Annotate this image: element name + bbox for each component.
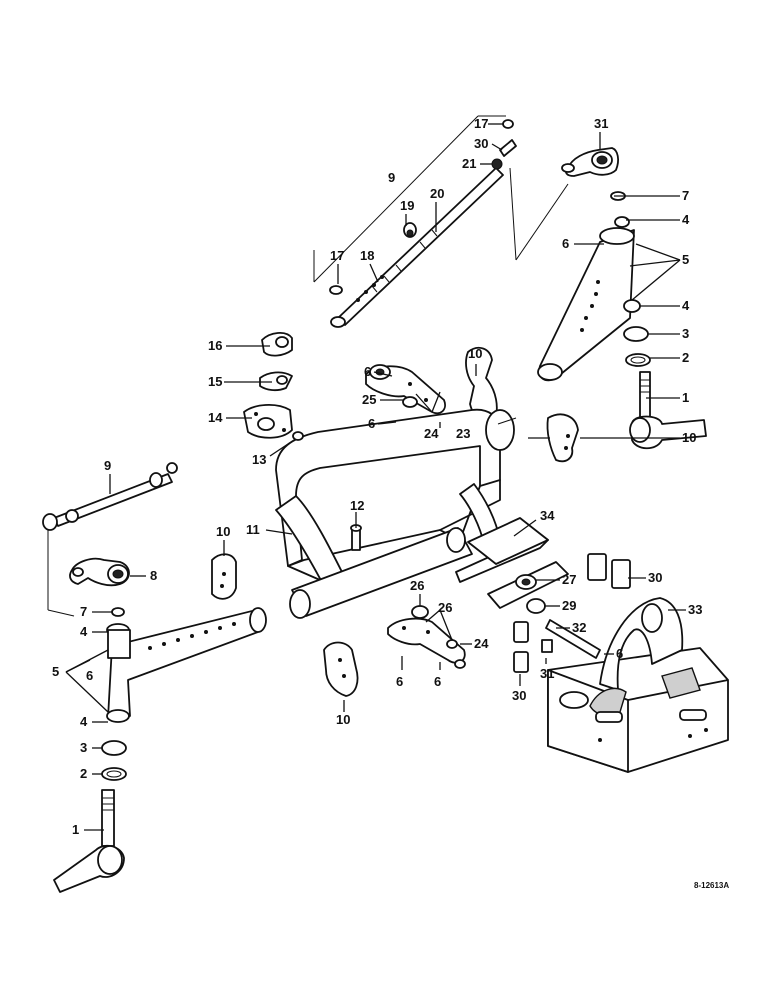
callout-6-lower-a: 6 xyxy=(396,674,403,689)
callout-4-left-top: 4 xyxy=(80,624,88,639)
upper-tie-rod-assembly xyxy=(313,115,517,328)
callout-24-lower: 24 xyxy=(474,636,489,651)
callout-12: 12 xyxy=(350,498,364,513)
center-bracket-assembly xyxy=(455,517,631,673)
callout-27: 26 xyxy=(438,600,452,615)
callout-22: 30 xyxy=(474,136,488,151)
callout-10-left: 10 xyxy=(216,524,230,539)
callout-17-lower: 17 xyxy=(330,248,344,263)
callout-9-left: 9 xyxy=(104,458,111,473)
lower-center-arm xyxy=(387,605,466,669)
callout-2-right: 2 xyxy=(682,350,689,365)
callout-10-upper: 10 xyxy=(468,346,482,361)
callout-18: 18 xyxy=(360,248,374,263)
callout-6-left: 6 xyxy=(86,668,93,683)
callout-6-right: 6 xyxy=(562,236,569,251)
left-clamp-plates xyxy=(243,332,293,439)
right-steering-arm xyxy=(561,147,619,177)
callout-25: 24 xyxy=(424,426,439,441)
left-tie-rod xyxy=(42,462,178,617)
callout-3-right: 3 xyxy=(682,326,689,341)
callout-1-left: 1 xyxy=(72,822,79,837)
callout-32: 32 xyxy=(572,620,586,635)
leader-lines xyxy=(65,123,686,831)
callout-19: 19 xyxy=(400,198,414,213)
right-spindle xyxy=(629,371,707,450)
callout-24-upper: 23 xyxy=(456,426,470,441)
callout-17-top: 17 xyxy=(474,116,488,131)
callout-15: 15 xyxy=(208,374,222,389)
callout-16: 16 xyxy=(208,338,222,353)
callout-4-left-bottom: 4 xyxy=(80,714,88,729)
callout-30-lower: 30 xyxy=(512,688,526,703)
callout-23: 31 xyxy=(594,116,608,131)
callout-5-left: 5 xyxy=(52,664,59,679)
callout-11: 11 xyxy=(246,522,260,537)
callout-6-upper-arm-2: 6 xyxy=(368,416,375,431)
callout-26-upper: 25 xyxy=(362,392,376,407)
callout-3-left: 3 xyxy=(80,740,87,755)
callout-21: 21 xyxy=(462,156,476,171)
callout-1-right: 1 xyxy=(682,390,689,405)
callout-26-lower: 26 xyxy=(410,578,424,593)
callout-labels: 31 7 4 6 5 4 3 2 1 10 17 30 21 9 20 19 1… xyxy=(52,116,729,890)
cast-front-support xyxy=(547,597,729,773)
callout-13: 13 xyxy=(252,452,266,467)
left-steering-arm xyxy=(69,557,130,587)
callout-31: 31 xyxy=(540,666,554,681)
callout-10-right: 10 xyxy=(682,430,696,445)
callout-5-right: 5 xyxy=(682,252,689,267)
left-spindle xyxy=(53,789,125,893)
drawing-number: 8-12613A xyxy=(694,881,729,890)
callout-4-right-top: 4 xyxy=(682,212,690,227)
left-clamps xyxy=(211,553,359,697)
callout-8: 8 xyxy=(150,568,157,583)
callout-30-upper: 30 xyxy=(648,570,662,585)
callout-7-right: 7 xyxy=(682,188,689,203)
callout-9-top: 9 xyxy=(388,170,395,185)
callout-20: 20 xyxy=(430,186,444,201)
left-axle-extension xyxy=(101,607,267,781)
callout-29: 29 xyxy=(562,598,576,613)
callout-6-upper-arm: 6 xyxy=(364,364,371,379)
callout-6-bracket: 6 xyxy=(616,646,623,661)
upper-center-arm xyxy=(365,364,446,424)
right-axle-extension xyxy=(537,191,651,382)
callout-2-left: 2 xyxy=(80,766,87,781)
main-axle-frame xyxy=(275,408,517,619)
callout-34: 34 xyxy=(540,508,555,523)
callout-33: 33 xyxy=(688,602,702,617)
callout-7-left: 7 xyxy=(80,604,87,619)
callout-6-lower-b: 6 xyxy=(434,674,441,689)
callout-4-right-bottom: 4 xyxy=(682,298,690,313)
callout-28: 27 xyxy=(562,572,576,587)
callout-10-bottom: 10 xyxy=(336,712,350,727)
right-clamps xyxy=(465,346,579,463)
callout-14: 14 xyxy=(208,410,223,425)
